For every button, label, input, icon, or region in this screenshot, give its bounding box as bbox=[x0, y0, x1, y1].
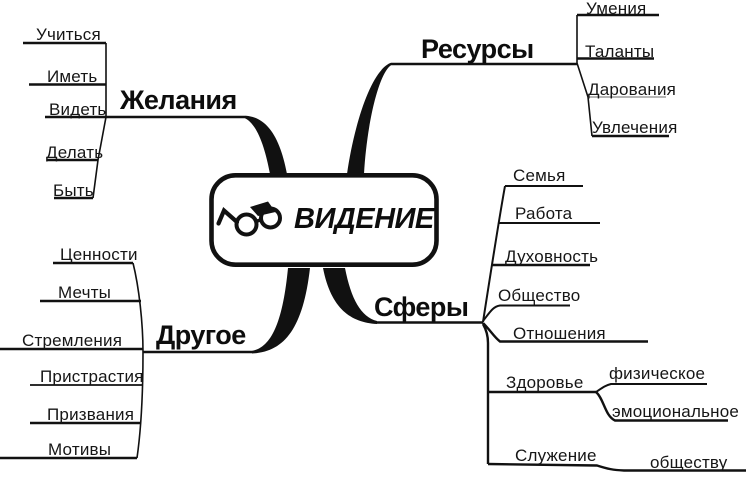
branch-zhelaniya-taper bbox=[245, 115, 287, 174]
center-node[interactable] bbox=[209, 173, 439, 268]
subtopic-umeniya[interactable]: Умения bbox=[586, 0, 647, 18]
subtopic-rabota[interactable]: Работа bbox=[515, 204, 573, 223]
subtopic-semya[interactable]: Семья bbox=[513, 166, 566, 185]
branch-drugoe-taper bbox=[252, 268, 310, 354]
subtopic-obshchestvo[interactable]: Общество bbox=[498, 286, 581, 305]
subtopic-dukhovnost[interactable]: Духовность bbox=[505, 247, 599, 266]
subtopic-stremleniya[interactable]: Стремления bbox=[22, 331, 123, 350]
topic-zhelaniya[interactable]: Желания bbox=[120, 85, 237, 115]
branch-resursy-lines bbox=[347, 13, 669, 174]
subtopic-prizvaniya[interactable]: Призвания bbox=[47, 405, 135, 424]
subtopic-talanty[interactable]: Таланты bbox=[585, 42, 655, 61]
subtopic-videt[interactable]: Видеть bbox=[49, 100, 107, 119]
subtopic-zdorove[interactable]: Здоровье bbox=[506, 373, 584, 392]
subtopic-tsennosti[interactable]: Ценности bbox=[60, 245, 138, 264]
topic-drugoe[interactable]: Другое bbox=[156, 320, 246, 350]
subtopic-uchitsya[interactable]: Учиться bbox=[36, 25, 101, 44]
subtopic-pristrastiya[interactable]: Пристрастия bbox=[40, 367, 144, 386]
subtopic-delat[interactable]: Делать bbox=[46, 143, 104, 162]
subtopic-darovaniya[interactable]: Дарования bbox=[588, 80, 677, 99]
subtopic-obshchestvu[interactable]: обществу bbox=[650, 453, 728, 472]
glasses-icon bbox=[216, 201, 282, 237]
subtopic-motivy[interactable]: Мотивы bbox=[48, 440, 112, 459]
center-topic-label[interactable]: ВИДЕНИЕ bbox=[294, 203, 434, 235]
branch-resursy-taper bbox=[347, 62, 391, 174]
topic-sfery[interactable]: Сферы bbox=[374, 292, 469, 322]
subtopic-uvlecheniya[interactable]: Увлечения bbox=[592, 118, 678, 137]
subtopic-emotsionalnoe[interactable]: эмоциональное bbox=[612, 402, 740, 421]
branch-zhelaniya-lines bbox=[23, 41, 287, 200]
branch-sfery-taper bbox=[323, 268, 377, 324]
branch-drugoe-lines bbox=[0, 261, 310, 460]
topic-resursy[interactable]: Ресурсы bbox=[421, 34, 534, 64]
subtopic-byt[interactable]: Быть bbox=[53, 181, 94, 200]
branch-sfery-lines bbox=[323, 185, 746, 472]
subtopic-mechty[interactable]: Мечты bbox=[58, 283, 112, 302]
subtopic-otnosheniya[interactable]: Отношения bbox=[513, 324, 606, 343]
subtopic-fizicheskoe[interactable]: физическое bbox=[609, 364, 706, 383]
subtopic-imet[interactable]: Иметь bbox=[47, 67, 98, 86]
subtopic-sluzhenie[interactable]: Служение bbox=[515, 446, 597, 465]
